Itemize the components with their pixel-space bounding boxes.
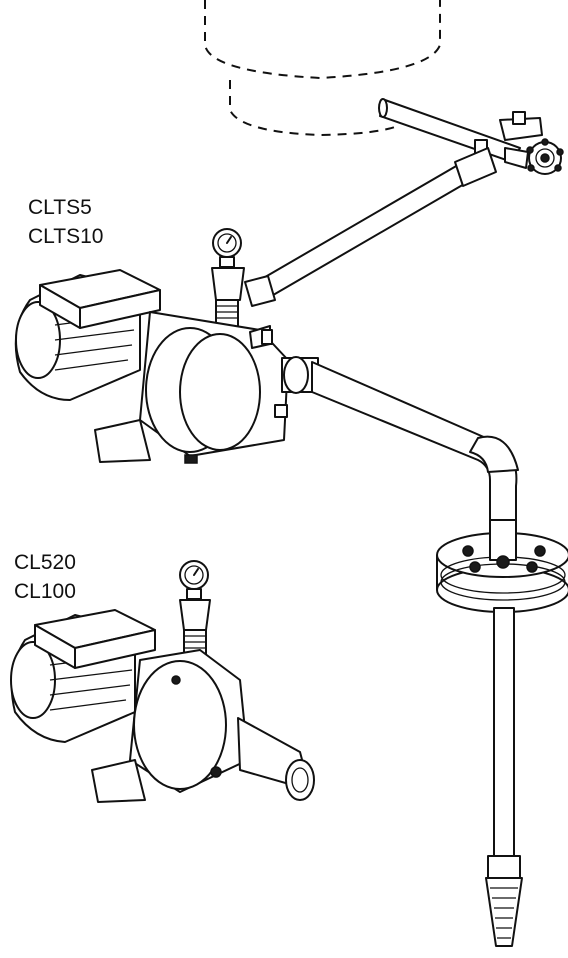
suction-pipe [311,361,519,531]
model-name-clts10: CLTS10 [28,225,104,248]
well-seal-flange [436,519,568,613]
drop-pipe [493,607,515,859]
jet-pump-top [14,269,319,464]
model-name-clts5: CLTS5 [28,196,92,219]
top-pump-model-label: CLTS5 CLTS10 [28,193,103,251]
tank-outline [204,0,441,137]
gate-valve-handle [504,138,564,175]
pressure-gauge-top [211,228,245,329]
model-name-cl520: CL520 [14,551,76,574]
bottom-pump-model-label: CL520 CL100 [14,548,76,606]
discharge-pipe [244,147,497,307]
pressure-gauge-bottom [179,560,211,659]
model-name-cl100: CL100 [14,580,76,603]
foot-valve-strainer [485,855,523,947]
jet-pump-bottom [10,609,315,803]
